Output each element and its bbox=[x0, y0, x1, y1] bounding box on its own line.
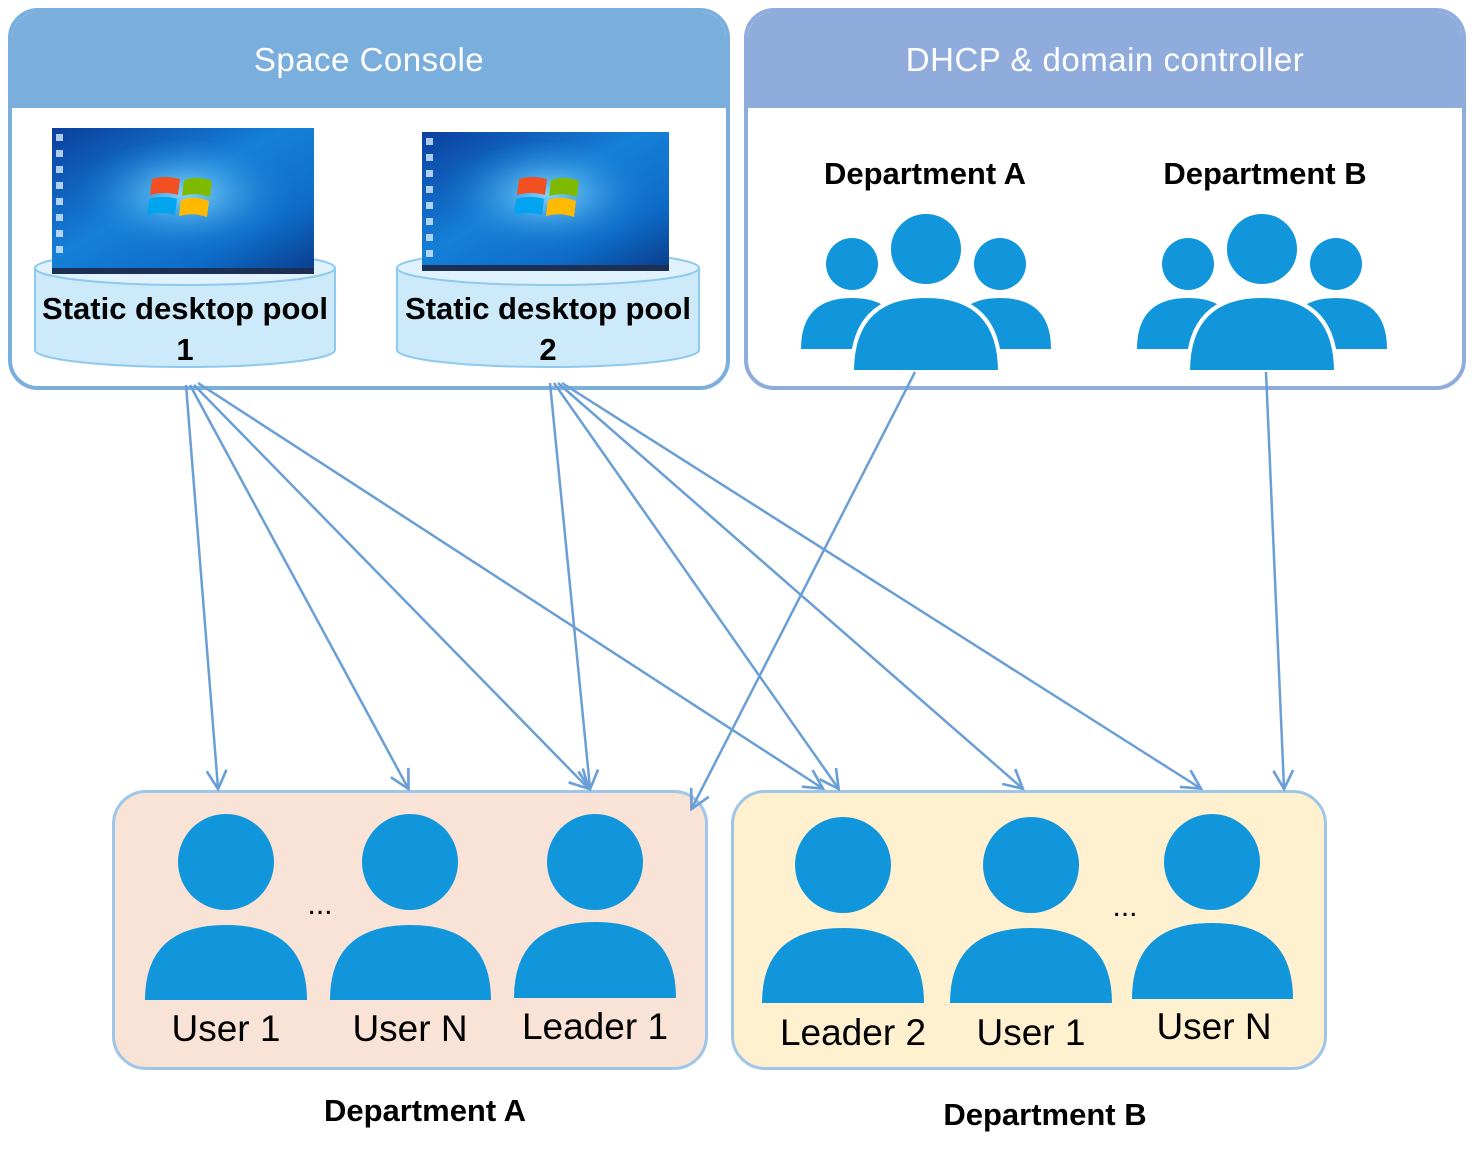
arrow-pool2-usern bbox=[561, 381, 1200, 788]
arrow-deptb-usern bbox=[1264, 371, 1284, 788]
group-a-ellipsis: ... bbox=[307, 888, 333, 921]
user-1-a-label: User 1 bbox=[171, 1008, 281, 1049]
arrow-pool2-user1 bbox=[557, 382, 1022, 788]
leader-1-icon bbox=[514, 814, 676, 998]
user-n-b-label: User N bbox=[1156, 1006, 1272, 1047]
group-b-ellipsis: ... bbox=[1112, 890, 1138, 923]
space-console-title: Space Console bbox=[12, 12, 726, 108]
department-a-group-icon bbox=[801, 210, 1051, 374]
arrow-pool2-leader2 bbox=[552, 382, 838, 788]
department-b-people bbox=[762, 814, 1293, 1003]
desktop-screen-1-icon bbox=[52, 128, 314, 274]
department-a-caption: Department A bbox=[323, 1093, 527, 1128]
pool-2-label: Static desktop pool 2 bbox=[405, 291, 691, 367]
static-desktop-pool-2 bbox=[396, 132, 700, 368]
department-a-people bbox=[145, 814, 676, 1000]
assignment-arrows bbox=[184, 371, 1284, 808]
user-1-b-label: User 1 bbox=[976, 1012, 1086, 1053]
arrow-depta-leader1 bbox=[692, 371, 917, 808]
pool-1-label: Static desktop pool 1 bbox=[42, 291, 328, 367]
department-b-group-icon bbox=[1137, 210, 1387, 374]
leader-2-label: Leader 2 bbox=[779, 1012, 927, 1053]
user-1-b-icon bbox=[950, 817, 1112, 1003]
user-n-b-icon bbox=[1132, 814, 1293, 999]
department-b-caption: Department B bbox=[943, 1097, 1147, 1132]
desktop-screen-2-icon bbox=[422, 132, 669, 271]
user-1-a-icon bbox=[145, 814, 307, 1000]
static-desktop-pool-1 bbox=[34, 128, 336, 368]
arrow-pool1-leader2 bbox=[197, 381, 822, 788]
leader-2-icon bbox=[762, 817, 924, 1003]
arrow-pool1-leader1 bbox=[193, 384, 588, 788]
dhcp-department-b-label: Department B bbox=[1163, 156, 1367, 191]
dhcp-title: DHCP & domain controller bbox=[748, 12, 1462, 108]
leader-1-label: Leader 1 bbox=[521, 1006, 669, 1047]
arrow-pool1-usern bbox=[188, 384, 408, 788]
arrow-pool2-leader1 bbox=[548, 382, 590, 788]
user-n-a-icon bbox=[330, 814, 491, 1000]
user-n-a-label: User N bbox=[352, 1008, 468, 1049]
dhcp-department-a-label: Department A bbox=[823, 156, 1027, 191]
arrow-pool1-user1 bbox=[184, 384, 218, 788]
